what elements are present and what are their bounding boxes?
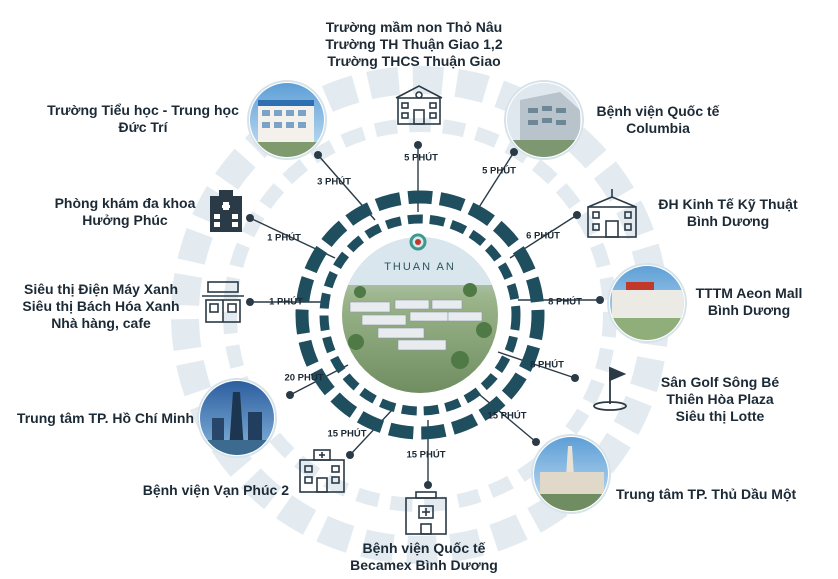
time-duc-tri: 3 PHÚT: [317, 176, 351, 188]
label-aeon-mall: TTTM Aeon Mall Bình Dương: [696, 285, 803, 319]
label-line: Trường Tiểu học - Trung học: [47, 102, 239, 118]
brand-name: THUAN AN: [384, 261, 456, 273]
label-school-tho-nau: Trường mầm non Thỏ Nâu Trường TH Thuận G…: [325, 19, 502, 70]
label-line: Bệnh viện Vạn Phúc 2: [142, 482, 289, 498]
label-line: Trung tâm TP. Thủ Dầu Một: [616, 486, 797, 502]
city-skyline-photo: [197, 378, 277, 458]
time-becamex-hospital: 15 PHÚT: [406, 449, 446, 461]
label-golf: Sân Golf Sông Bé Thiên Hòa Plaza Siêu th…: [661, 374, 779, 425]
outer-ring: [295, 190, 545, 440]
label-line: Siêu thị Bách Hóa Xanh: [22, 298, 180, 314]
label-duc-tri: Trường Tiểu học - Trung học Đức Trí: [47, 102, 239, 136]
university-icon: [587, 189, 637, 238]
hospital-building-icon: [405, 491, 447, 535]
label-line: Thiên Hòa Plaza: [666, 391, 774, 407]
project-aerial-image: [342, 237, 498, 393]
label-line: Trường mầm non Thỏ Nâu: [325, 19, 503, 35]
brand-logo: THUAN AN: [384, 233, 456, 273]
label-supermarket: Siêu thị Điện Máy Xanh Siêu thị Bách Hóa…: [22, 281, 179, 332]
school-photo: [247, 80, 327, 160]
thu-dau-mot-photo: [531, 434, 611, 514]
label-line: Nhà hàng, cafe: [51, 315, 151, 331]
label-line: Trường THCS Thuận Giao: [327, 53, 501, 69]
connector-dots: [246, 141, 604, 489]
clinic-building-icon: [299, 449, 345, 493]
mall-photo: [607, 263, 687, 343]
distance-rings: [295, 190, 545, 440]
school-building-icon: [395, 85, 443, 125]
time-supermarket: 1 PHÚT: [269, 296, 303, 308]
label-columbia-hospital: Bệnh viện Quốc tế Columbia: [597, 103, 720, 137]
time-columbia-hospital: 5 PHÚT: [482, 165, 516, 177]
label-thu-dau-mot: Trung tâm TP. Thủ Dầu Một: [616, 486, 796, 503]
time-clinic: 1 PHÚT: [267, 232, 301, 244]
label-university: ĐH Kinh Tế Kỹ Thuật Bình Dương: [658, 196, 797, 230]
time-aeon-mall: 8 PHÚT: [548, 296, 582, 308]
label-line: Becamex Bình Dương: [350, 557, 498, 573]
label-line: Bình Dương: [707, 302, 791, 318]
label-line: Siêu thị Điện Máy Xanh: [23, 281, 179, 297]
label-line: Phòng khám đa khoa: [54, 195, 196, 211]
time-hcmc: 20 PHÚT: [284, 372, 324, 384]
label-line: Sân Golf Sông Bé: [660, 374, 780, 390]
label-line: Bệnh viện Quốc tế: [362, 540, 486, 556]
label-line: Trung tâm TP. Hồ Chí Minh: [16, 410, 194, 426]
shop-icon: [202, 281, 244, 323]
label-line: Columbia: [626, 120, 690, 136]
time-school-tho-nau: 5 PHÚT: [404, 152, 438, 164]
label-becamex-hospital: Bệnh viện Quốc tế Becamex Bình Dương: [350, 540, 498, 574]
label-line: Trường TH Thuận Giao 1,2: [325, 36, 503, 52]
label-line: Siêu thị Lotte: [675, 408, 765, 424]
label-line: Bệnh viện Quốc tế: [596, 103, 720, 119]
label-hcmc: Trung tâm TP. Hồ Chí Minh: [17, 410, 194, 427]
time-van-phuc: 15 PHÚT: [327, 428, 367, 440]
label-line: Đức Trí: [118, 119, 168, 135]
hospital-photo: [504, 80, 584, 160]
label-line: ĐH Kinh Tế Kỹ Thuật: [658, 196, 798, 212]
time-golf: 8 PHÚT: [530, 359, 564, 371]
label-line: TTTM Aeon Mall: [695, 285, 803, 301]
golf-flag-icon: [593, 366, 627, 411]
label-clinic: Phòng khám đa khoa Hưởng Phúc: [55, 195, 196, 229]
clinic-icon: [210, 190, 242, 232]
label-line: Bình Dương: [686, 213, 770, 229]
label-line: Hưởng Phúc: [82, 212, 168, 228]
time-thu-dau-mot: 15 PHÚT: [487, 410, 527, 422]
time-university: 6 PHÚT: [526, 230, 560, 242]
label-van-phuc: Bệnh viện Vạn Phúc 2: [143, 482, 289, 499]
inner-ring: [319, 214, 521, 416]
